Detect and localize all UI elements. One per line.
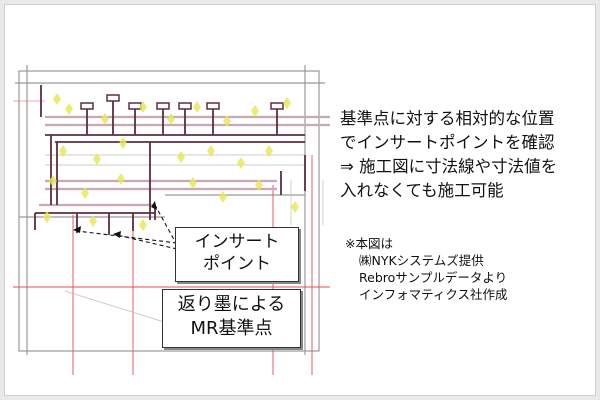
insert-point-label-2: ポイント (203, 254, 271, 274)
insert-point-arrows (76, 204, 178, 250)
description-line-2: でインサートポイントを確認 (340, 133, 555, 152)
mr-reference-point-callout: 返り墨による MR基準点 (162, 289, 301, 348)
mr-point-label-2: MR基準点 (190, 318, 273, 339)
mr-point-label-1: 返り墨による (177, 294, 286, 315)
note-line-1: ※本図は (345, 236, 393, 251)
description-line-4: 入れなくても施工可能 (340, 181, 504, 200)
description-text: 基準点に対する相対的な位置 でインサートポイントを確認 ⇒ 施工図に寸法線や寸法… (340, 107, 592, 203)
reference-lines (45, 154, 324, 328)
pipe-risers (80, 94, 284, 110)
insert-point-callout: インサート ポイント (175, 227, 299, 282)
pipes-dark (34, 85, 306, 235)
note-line-2: ㈱NYKシステムズ提供 (359, 253, 484, 268)
description-line-1: 基準点に対する相対的な位置 (340, 109, 555, 128)
slide: インサート ポイント 返り墨による MR基準点 基準点に対する相対的な位置 でイ… (4, 4, 596, 396)
description-line-3: ⇒ 施工図に寸法線や寸法値を (340, 157, 558, 176)
note-line-4: インフォマティクス社作成 (359, 287, 508, 302)
note-line-3: Rebroサンプルデータより (359, 270, 508, 285)
pipes-light (39, 115, 330, 207)
arrow-heads (73, 201, 157, 238)
insert-point-label-1: インサート (194, 232, 280, 252)
insert-point-markers (43, 93, 299, 231)
construction-drawing (13, 65, 330, 375)
source-note: ※本図は ㈱NYKシステムズ提供 Rebroサンプルデータより インフォマティク… (345, 235, 593, 303)
